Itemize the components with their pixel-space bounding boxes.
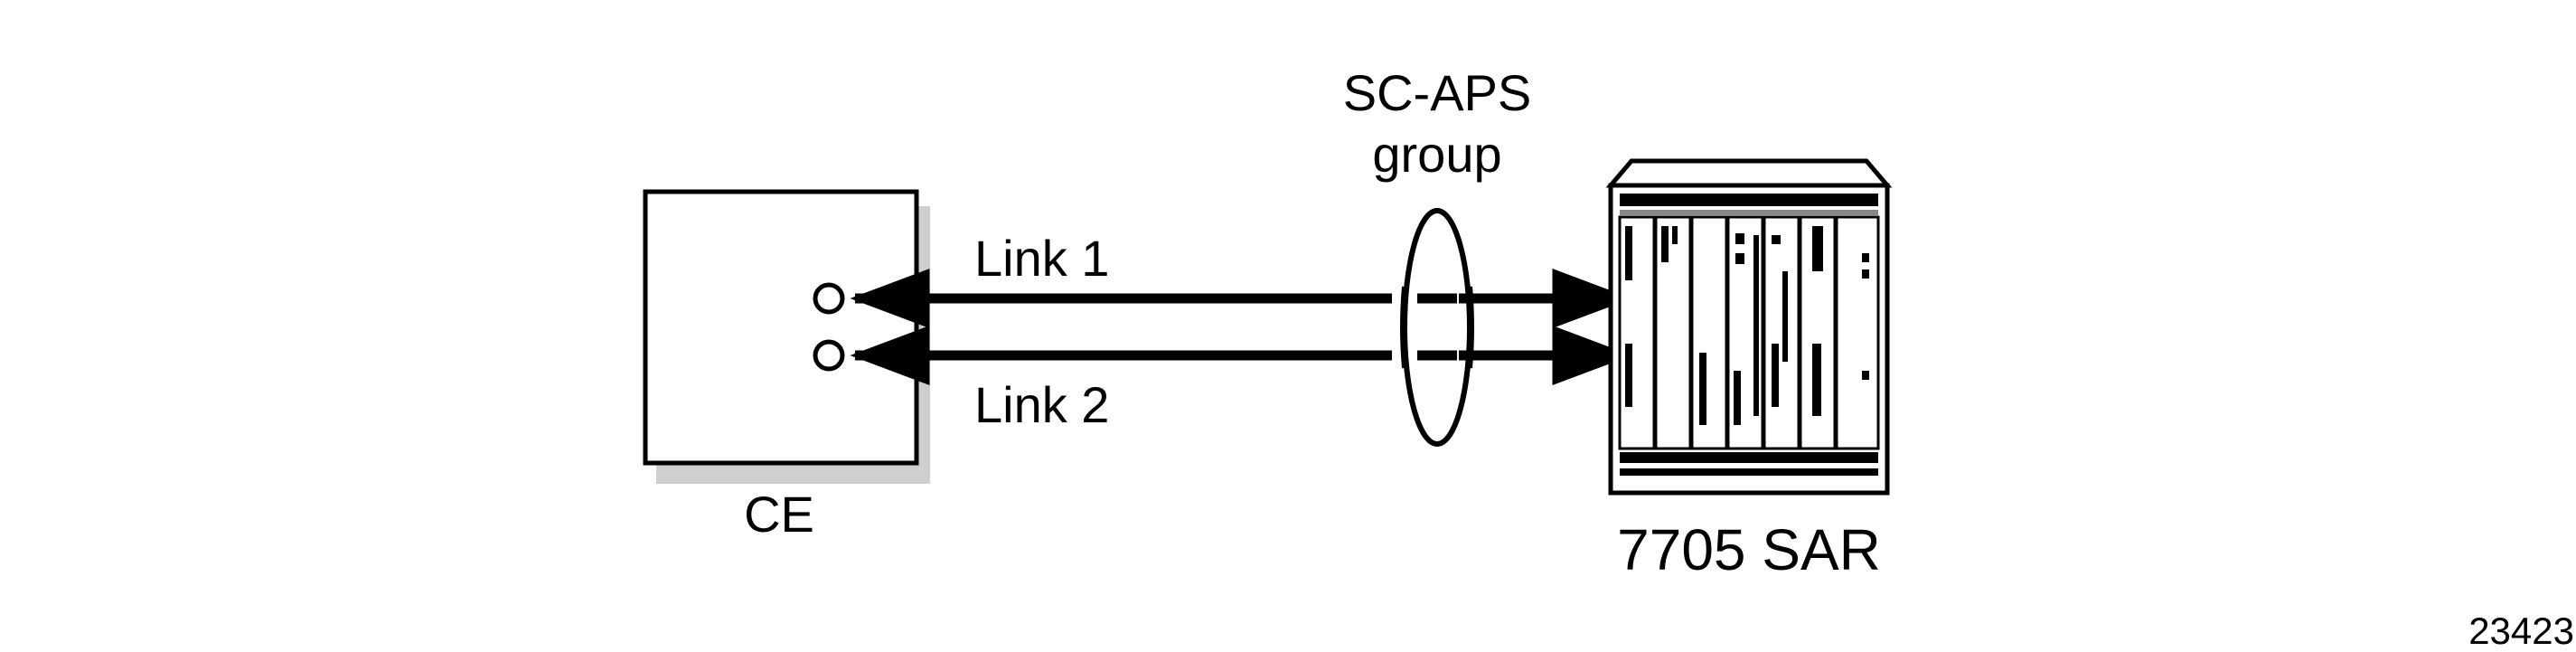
router-cards — [1618, 215, 1880, 450]
ce-port-2 — [813, 339, 845, 372]
ce-port-1 — [813, 282, 845, 315]
group-label-line2: group — [1372, 126, 1501, 183]
group-label-line1: SC-APS — [1343, 64, 1532, 121]
ce-label: CE — [744, 486, 814, 543]
ce-device — [643, 189, 930, 484]
link-2-label: Link 2 — [974, 376, 1109, 433]
link-1-label: Link 1 — [974, 230, 1109, 287]
figure-id: 23423 — [2468, 609, 2574, 652]
router-chassis — [1605, 158, 1893, 496]
router-label: 7705 SAR — [1617, 517, 1881, 582]
router-card-leds — [1625, 226, 1869, 425]
sc-aps-group-ring — [1400, 208, 1474, 447]
